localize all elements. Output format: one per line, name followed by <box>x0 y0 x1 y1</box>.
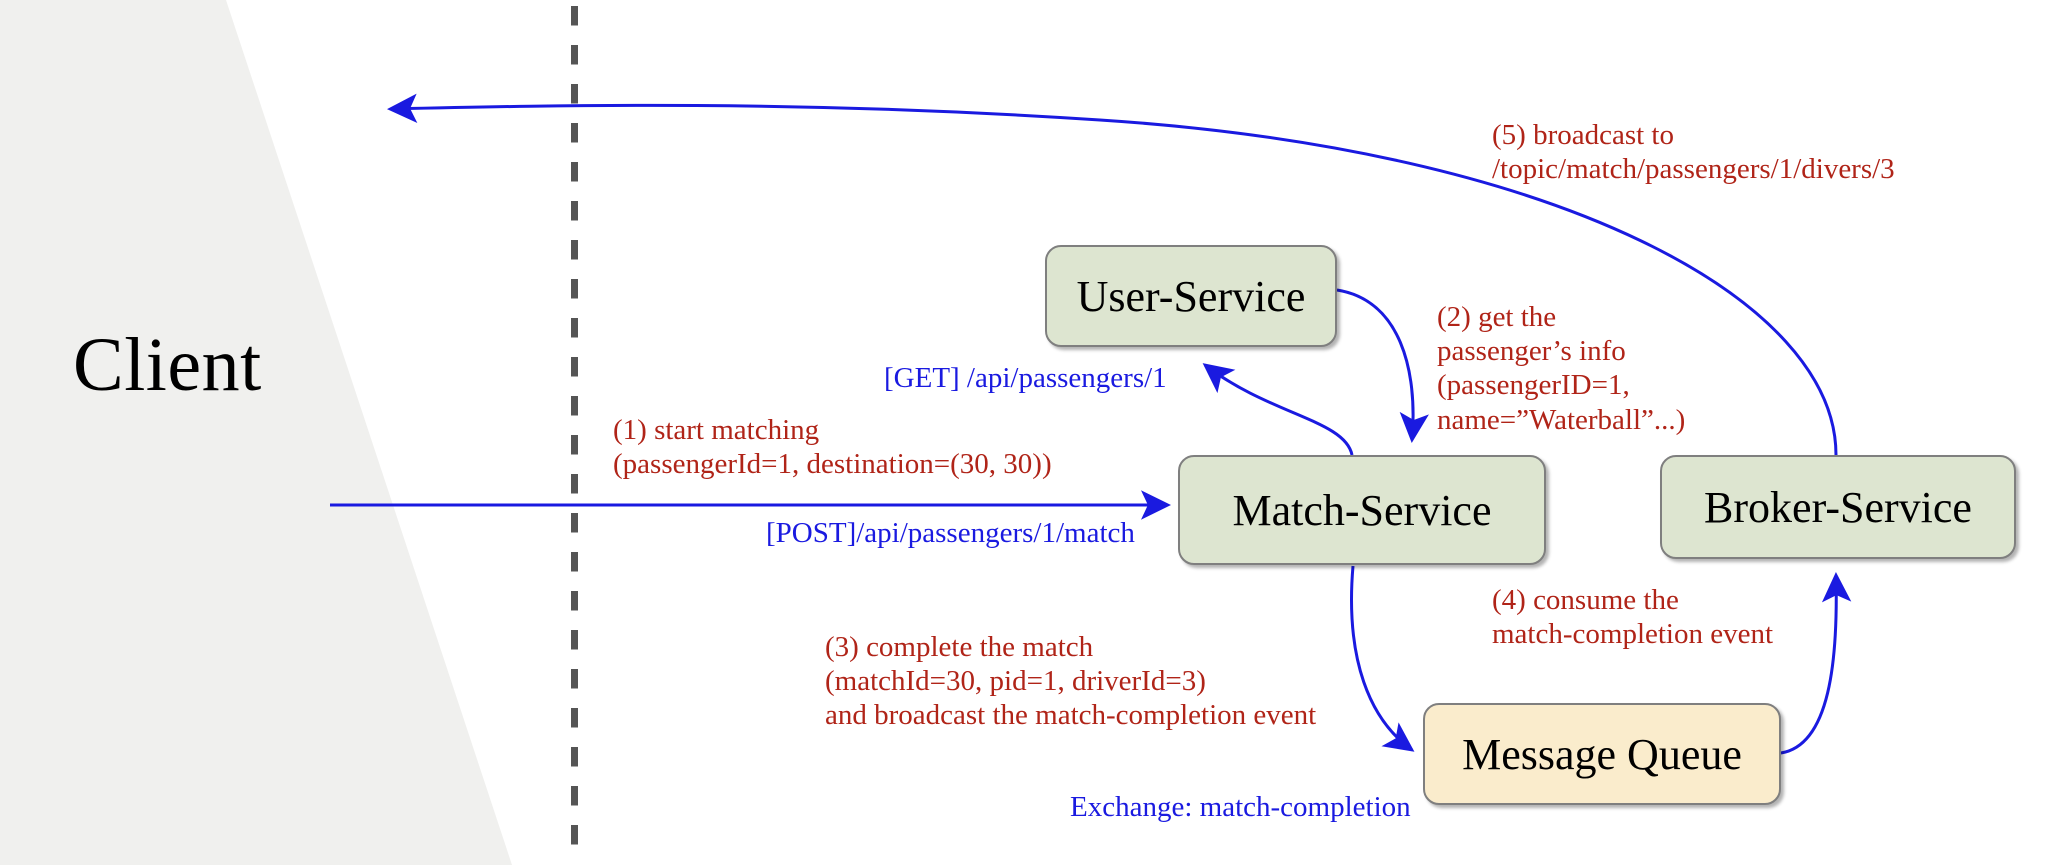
arrow-user-service-to-match-service <box>1336 288 1429 443</box>
arrow-broker-service-to-client <box>387 93 1838 456</box>
node-user-service[interactable]: User-Service <box>1045 245 1337 347</box>
annotation-step-3: (3) complete the match (matchId=30, pid=… <box>825 631 1317 732</box>
edge-label-exchange: Exchange: match-completion <box>1070 791 1411 823</box>
arrow-match-service-to-user-service <box>1202 363 1354 456</box>
client-server-divider <box>571 6 578 852</box>
annotation-step-1: (1) start matching (passengerId=1, desti… <box>613 414 1052 481</box>
node-message-queue[interactable]: Message Queue <box>1423 703 1781 805</box>
node-broker-service[interactable]: Broker-Service <box>1660 455 2016 559</box>
arrow-match-service-to-message-queue <box>1350 565 1415 752</box>
annotation-step-2: (2) get the passenger’s info (passengerI… <box>1437 301 1686 436</box>
client-label: Client <box>73 323 262 407</box>
node-match-service[interactable]: Match-Service <box>1178 455 1546 565</box>
edge-label-post-match: [POST]/api/passengers/1/match <box>766 517 1135 549</box>
annotation-step-5: (5) broadcast to /topic/match/passengers… <box>1492 119 1895 186</box>
annotation-step-4: (4) consume the match-completion event <box>1492 584 1774 651</box>
arrow-message-queue-to-broker-service <box>1780 572 1852 755</box>
edge-label-get-passenger: [GET] /api/passengers/1 <box>884 362 1167 394</box>
